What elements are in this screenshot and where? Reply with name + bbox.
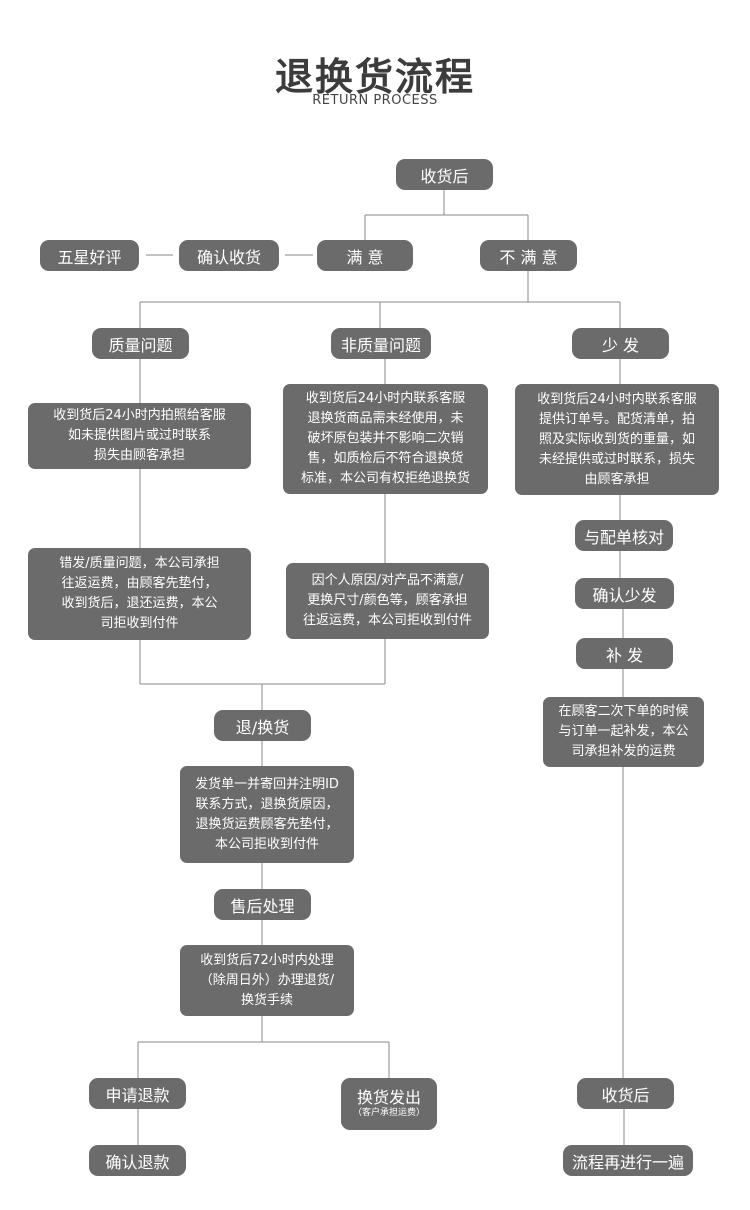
return-note-box: 发货单一并寄回并注明ID 联系方式，退换货原因， 退换货运费顾客先垫付， 本公司… <box>180 766 354 863</box>
page-title: 退换货流程 <box>274 55 475 99</box>
quality-note-box: 收到货后24小时内拍照给客服 如未提供图片或过时联系 损失由顾客承担 <box>28 403 251 469</box>
non-quality-issue-node: 非质量问题 <box>331 328 431 359</box>
five-star-node: 五星好评 <box>40 240 139 271</box>
check-packing-list-node: 与配单核对 <box>575 520 673 551</box>
page-subtitle: RETURN PROCESS <box>312 93 438 108</box>
confirm-receipt-node: 确认收货 <box>179 240 279 271</box>
missing-items-node: 少 发 <box>572 328 669 359</box>
process-note-box: 收到货后72小时内处理 （除周日外）办理退货/ 换货手续 <box>180 945 354 1016</box>
missing-note-box: 收到货后24小时内联系客服 提供订单号。配货清单，拍 照及实际收到货的重量，如 … <box>515 384 719 495</box>
personal-fee-note-box: 因个人原因/对产品不满意/ 更换尺寸/颜色等，顾客承担 往返运费，本公司拒收到付… <box>286 563 489 639</box>
apply-refund-node: 申请退款 <box>89 1078 186 1109</box>
exchange-ship-node: 换货发出 （客户承担运费） <box>341 1078 437 1130</box>
quality-issue-node: 质量问题 <box>92 328 189 359</box>
repeat-process-node: 流程再进行一遍 <box>563 1145 693 1176</box>
after-sales-node: 售后处理 <box>214 889 311 920</box>
received-again-node: 收货后 <box>577 1078 674 1109</box>
confirm-missing-node: 确认少发 <box>575 578 674 609</box>
quality-fee-note-box: 错发/质量问题，本公司承担 往返运费，由顾客先垫付， 收到货后，退还运费，本公 … <box>28 548 251 640</box>
confirm-refund-node: 确认退款 <box>89 1145 186 1176</box>
resend-node: 补 发 <box>576 638 673 669</box>
resend-note-box: 在顾客二次下单的时候 与订单一起补发，本公 司承担补发的运费 <box>543 697 704 767</box>
satisfied-node: 满 意 <box>317 240 413 271</box>
return-exchange-node: 退/换货 <box>214 710 311 741</box>
non-quality-note-box: 收到货后24小时内联系客服 退换货商品需未经使用，未 破坏原包装并不影响二次销 … <box>283 384 488 494</box>
unsatisfied-node: 不 满 意 <box>480 240 577 271</box>
received-node: 收货后 <box>396 159 493 190</box>
